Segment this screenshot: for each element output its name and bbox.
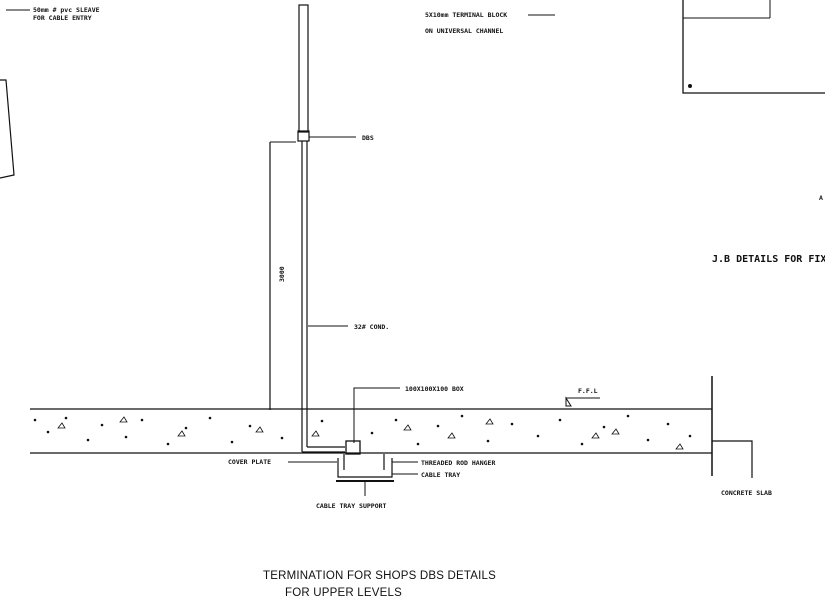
terminal-block-label-line1: 5X10mm TERMINAL BLOCK <box>425 11 507 19</box>
concrete-slab-leader <box>712 440 753 478</box>
cable-tray <box>337 458 393 478</box>
dbs-coupler <box>297 130 310 142</box>
junction-box <box>345 440 361 455</box>
caption-line1: TERMINATION FOR SHOPS DBS DETAILS <box>263 570 496 582</box>
ffl-label: F.F.L <box>578 387 598 395</box>
dbs-label: DBS <box>362 134 374 142</box>
box-leader <box>353 387 400 443</box>
caption-line2: FOR UPPER LEVELS <box>285 587 402 599</box>
height-dimension-label: 3000 <box>278 266 286 282</box>
threaded-rod-label: THREADED ROD HANGER <box>421 459 495 467</box>
cable-tray-support-label: CABLE TRAY SUPPORT <box>316 502 387 510</box>
cable-tray-label: CABLE TRAY <box>421 471 460 479</box>
ffl-marker <box>565 396 572 407</box>
corner-mark: A <box>819 194 823 202</box>
conduit-label: 32# COND. <box>354 323 389 331</box>
cover-plate-label: COVER PLATE <box>228 458 271 466</box>
jb-details-title: J.B DETAILS FOR FIX <box>712 254 825 265</box>
concrete-hatch <box>33 414 692 450</box>
jb-box-outline <box>682 0 825 94</box>
dbs-pole <box>298 4 309 133</box>
left-partial-outline <box>0 79 15 179</box>
box-label: 100X100X100 BOX <box>405 385 464 393</box>
sleave-label-line1: 50mm # pvc SLEAVE <box>33 6 100 14</box>
concrete-slab-label: CONCRETE SLAB <box>721 489 772 497</box>
terminal-block-label-line2: ON UNIVERSAL CHANNEL <box>425 27 503 35</box>
jb-box-dot <box>688 84 692 88</box>
sleave-label-line2: FOR CABLE ENTRY <box>33 14 92 22</box>
